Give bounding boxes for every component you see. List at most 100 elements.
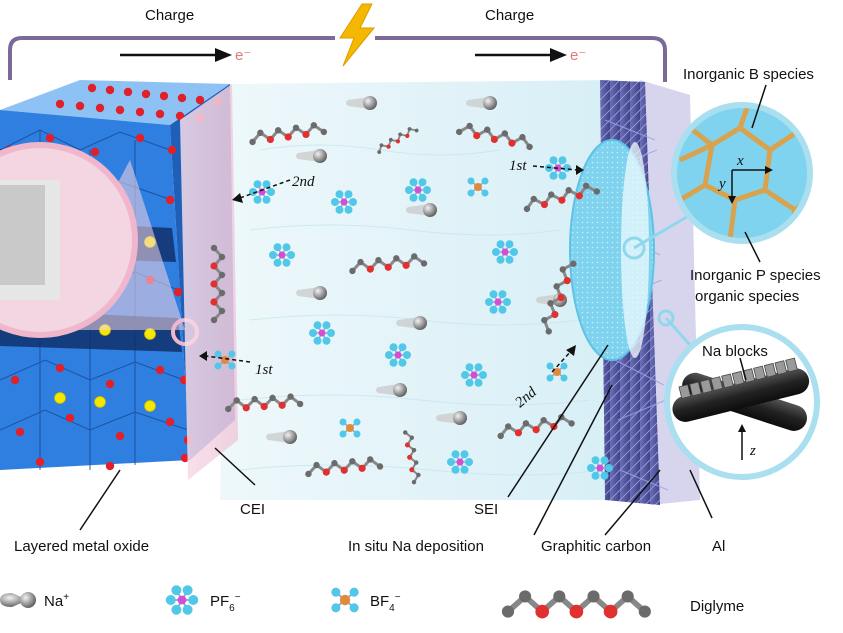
pf6-anion (385, 343, 411, 367)
diglyme-molecule (377, 127, 419, 154)
pf6-anion (405, 178, 431, 202)
oxygen-atom (90, 147, 100, 157)
oxygen-atom (105, 461, 115, 471)
oxygen-atom (175, 111, 185, 121)
oxygen-atom (75, 101, 85, 111)
diglyme-molecule (541, 260, 577, 335)
lightning-bolt-icon (339, 3, 376, 67)
carbon-rod-2 (672, 368, 810, 422)
diglyme-molecule (305, 456, 384, 478)
callout-lines (79, 344, 713, 536)
legend-diglyme-label: Diglyme (690, 598, 744, 615)
oxygen-atom (141, 89, 151, 99)
label-inorganic-p-2: organic species (695, 288, 799, 305)
pf6-anion (545, 156, 571, 180)
decomposition-arrowheads (199, 165, 584, 361)
na-ion (436, 411, 467, 425)
xy-axes (728, 166, 773, 204)
circuit-wire-left (8, 36, 335, 80)
axis-x-label: x (736, 153, 744, 169)
pf6-anion (485, 290, 511, 314)
electron-label-left: e⁻ (235, 47, 251, 64)
na-block (721, 373, 734, 389)
sodium-atom (94, 396, 106, 408)
label-1st-right: 1st (509, 158, 527, 174)
decomposition-arrows (205, 165, 578, 373)
oxygen-atom (159, 91, 169, 101)
oxygen-atom (180, 453, 190, 463)
legend-na-icon (0, 592, 36, 608)
cei-layer (180, 84, 238, 480)
diglyme-molecule (210, 244, 226, 324)
axis-y-label: y (717, 176, 726, 192)
charge-label-right: Charge (485, 7, 534, 24)
legend: Na+ PF6− BF4− Diglyme (0, 585, 744, 619)
legend-na-label: Na+ (44, 592, 69, 610)
oxygen-atom (173, 287, 183, 297)
oxygen-atom (105, 85, 115, 95)
bf4-anion (546, 362, 568, 382)
diglyme-molecule (455, 122, 533, 151)
oxygen-atom (167, 145, 177, 155)
pf6-anion (447, 450, 473, 474)
z-axis (738, 424, 746, 460)
arrow-2nd-right (551, 349, 573, 373)
legend-diglyme-icon (501, 590, 651, 619)
pf6-anion (165, 585, 199, 615)
label-cei: CEI (240, 501, 265, 518)
oxygen-atom (35, 457, 45, 467)
electron-arrow-right (475, 48, 567, 62)
pf6-anions (249, 156, 613, 480)
electron-label-right: e⁻ (570, 47, 586, 64)
label-graphitic-carbon: Graphitic carbon (541, 538, 651, 555)
diglyme-molecule (249, 122, 328, 146)
legend-pf6-icon (165, 585, 199, 615)
label-2nd-left: 2nd (292, 174, 315, 190)
oxygen-atom (165, 417, 175, 427)
na-zoom-anchor (657, 309, 675, 327)
charge-label-left: Charge (145, 7, 194, 24)
oxygen-atom (95, 103, 105, 113)
legend-bf4-icon (331, 587, 359, 613)
oxygen-atom (45, 133, 55, 143)
sodium-atom (144, 328, 156, 340)
pf6-anion (461, 363, 487, 387)
cathode-zoom-circle (0, 142, 199, 346)
na-ion (346, 96, 377, 110)
diglyme-molecules (210, 122, 601, 485)
label-inorganic-p-1: Inorganic P species (690, 267, 821, 284)
arrow-1st-left (205, 355, 251, 363)
pointer-na-blocks (739, 357, 747, 381)
na-block (699, 378, 713, 394)
oxygen-atom (115, 431, 125, 441)
na-block (731, 370, 745, 386)
oxygen-atom (123, 87, 133, 97)
bf4-anion (214, 350, 236, 370)
na-block (710, 376, 724, 392)
oxygen-atom (155, 365, 165, 375)
bf4-anion (467, 177, 489, 197)
label-na-blocks: Na blocks (702, 343, 768, 360)
na-ion (376, 383, 407, 397)
na-block (678, 384, 692, 399)
na-ion (396, 316, 427, 330)
legend-bf4-label: BF4− (370, 592, 401, 614)
pointer-inorganic-p (744, 231, 761, 263)
na-ion (296, 286, 327, 300)
legend-pf6-label: PF6− (210, 592, 241, 614)
oxygen-atom (177, 93, 187, 103)
sodium-atom (144, 400, 156, 412)
na-block (763, 362, 777, 378)
external-circuit: Charge Charge e⁻ e⁻ (8, 3, 667, 82)
oxygen-atom (135, 107, 145, 117)
label-in-situ-na: In situ Na deposition (348, 538, 484, 555)
diglyme-molecule (523, 182, 601, 213)
electron-arrow-left (120, 48, 232, 62)
na-ion (406, 203, 437, 217)
pointer-inorganic-b (751, 84, 767, 129)
axis-z-label: z (749, 443, 756, 459)
oxygen-atom (105, 379, 115, 389)
na-block (774, 360, 788, 376)
oxygen-atom (135, 133, 145, 143)
na-ion (266, 430, 297, 444)
